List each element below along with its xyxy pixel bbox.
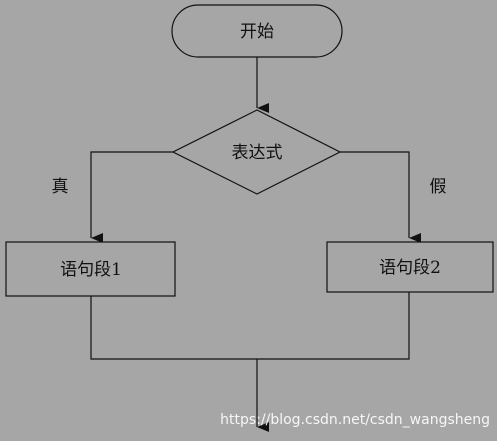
- statement-block-2: [326, 241, 494, 293]
- decision-diamond: [171, 109, 342, 195]
- decision-label: 表达式: [232, 143, 283, 163]
- block1-label: 语句段1: [60, 260, 122, 280]
- block2-label: 语句段2: [379, 258, 441, 278]
- connector-true-branch: [90, 151, 173, 243]
- true-label: 真: [52, 177, 69, 197]
- watermark-text: https://blog.csdn.net/csdn_wangsheng: [220, 412, 490, 428]
- start-label: 开始: [240, 22, 274, 42]
- connector-false-branch: [340, 151, 421, 243]
- connector-merge: [90, 292, 410, 360]
- false-label: 假: [430, 177, 447, 197]
